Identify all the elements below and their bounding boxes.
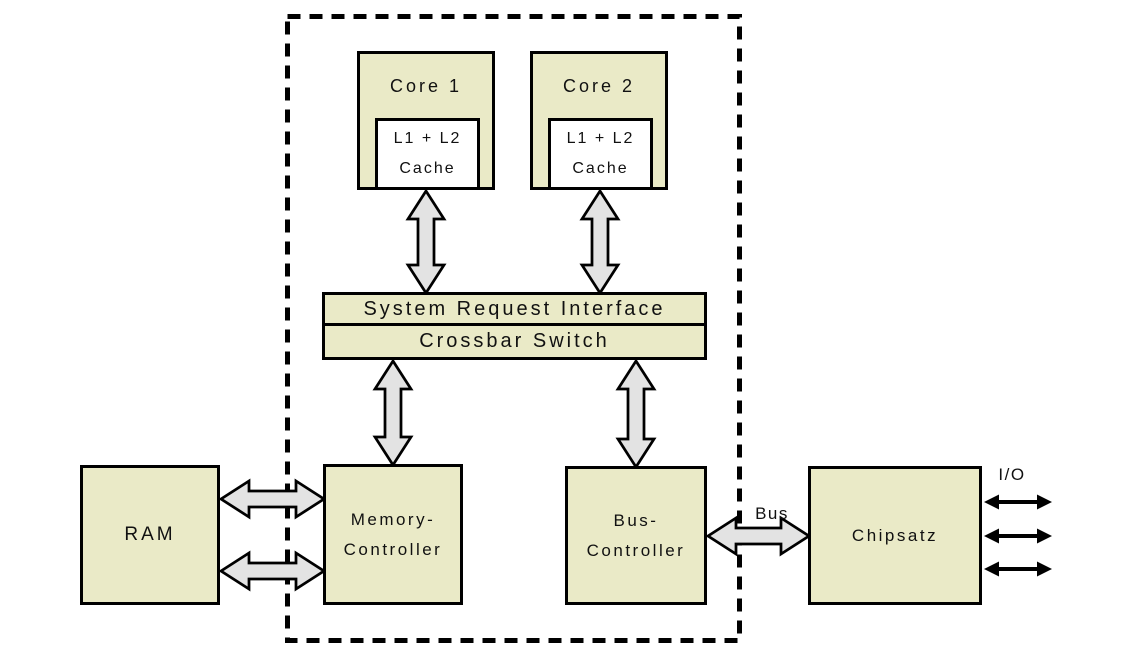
bus-controller-line2: Controller <box>586 540 686 560</box>
core2-label: Core 2 <box>562 75 636 96</box>
ram-box: RAM <box>80 465 220 605</box>
io-label: I/O <box>998 465 1026 484</box>
core1-cache-line2: Cache <box>399 160 456 177</box>
bus-controller-line1: Bus- <box>613 510 659 530</box>
bus-controller-box: Bus- Controller <box>565 466 707 605</box>
arrow-crossbar-memory-controller <box>372 358 414 468</box>
memory-controller-line2: Controller <box>343 539 443 559</box>
crossbar-switch-label: Crossbar Switch <box>419 330 610 352</box>
memory-controller-line1: Memory- <box>350 509 436 529</box>
arrow-ram-memctrl-upper <box>218 478 327 520</box>
system-request-interface-bar: System Request Interface <box>322 292 707 326</box>
core1-cache-box: L1 + L2 Cache <box>375 118 480 190</box>
core1-box: Core 1 L1 + L2 Cache <box>357 51 495 190</box>
crossbar-switch-bar: Crossbar Switch <box>322 323 707 360</box>
arrow-core2-sri <box>579 188 621 296</box>
core1-cache-line1: L1 + L2 <box>393 130 462 148</box>
core2-box: Core 2 L1 + L2 Cache <box>530 51 668 190</box>
arrow-ram-memctrl-lower <box>218 550 327 592</box>
cpu-die-dashed-boundary <box>285 14 742 643</box>
core1-label: Core 1 <box>389 75 463 96</box>
io-arrow-2 <box>984 528 1052 544</box>
memory-controller-box: Memory- Controller <box>323 464 463 605</box>
core2-cache-line1: L1 + L2 <box>566 130 635 148</box>
system-request-interface-label: System Request Interface <box>363 297 666 320</box>
arrow-crossbar-bus-controller <box>615 358 657 470</box>
core2-cache-box: L1 + L2 Cache <box>548 118 653 190</box>
arrow-core1-sri <box>405 188 447 296</box>
chipsatz-label: Chipsatz <box>851 525 939 545</box>
bus-label: Bus <box>755 504 789 523</box>
core2-cache-line2: Cache <box>572 160 629 177</box>
chipsatz-box: Chipsatz <box>808 466 982 605</box>
ram-label: RAM <box>124 524 176 545</box>
io-arrow-3 <box>984 561 1052 577</box>
io-arrow-1 <box>984 494 1052 510</box>
